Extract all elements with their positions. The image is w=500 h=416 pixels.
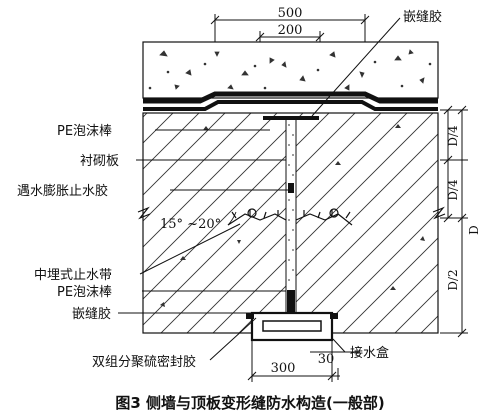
label-swelling-strip: 遇水膨胀止水胶 xyxy=(17,183,108,199)
dim-top-outer: 500 xyxy=(278,6,303,21)
label-polysulfide: 双组分聚硫密封胶 xyxy=(92,354,196,370)
waterproof-membrane xyxy=(143,91,438,111)
label-drain-box: 接水盒 xyxy=(350,345,389,361)
top-concrete-slab xyxy=(142,41,439,99)
dim-right-d4-lower: D/4 xyxy=(446,179,460,201)
dim-bottom-small: 30 xyxy=(318,352,335,367)
embedded-waterstop xyxy=(227,208,353,226)
label-sealant-top: 嵌缝胶 xyxy=(403,9,442,25)
label-lining-board: 衬砌板 xyxy=(80,154,119,169)
dim-top-inner: 200 xyxy=(278,23,303,38)
leader-lines xyxy=(118,17,401,361)
drain-box xyxy=(246,311,338,342)
top-sealant-cap xyxy=(263,116,319,120)
label-sealant-bottom: 嵌缝胶 xyxy=(72,306,111,322)
dim-right-d4-upper: D/4 xyxy=(446,125,460,147)
expansion-joint xyxy=(285,117,297,314)
figure-caption: 图3 侧墙与顶板变形缝防水构造(一般部) xyxy=(115,394,384,412)
dim-bottom-width: 300 xyxy=(271,361,296,376)
label-pe-rod-bottom: PE泡沫棒 xyxy=(57,285,112,300)
angle-arc xyxy=(227,211,237,226)
bottom-dimensions xyxy=(247,340,360,382)
dim-right-d: D xyxy=(467,225,481,235)
angle-annotation: 15° ~20° xyxy=(160,217,221,232)
top-dimensions xyxy=(210,14,370,42)
label-pe-rod-top: PE泡沫棒 xyxy=(57,124,112,139)
label-waterstop: 中埋式止水带 xyxy=(34,268,112,283)
dim-right-d2: D/2 xyxy=(446,269,460,290)
swelling-strip-mark xyxy=(288,183,294,193)
right-dimensions xyxy=(440,105,468,338)
bottom-sealant-mark xyxy=(287,290,295,313)
break-lines xyxy=(137,206,446,220)
